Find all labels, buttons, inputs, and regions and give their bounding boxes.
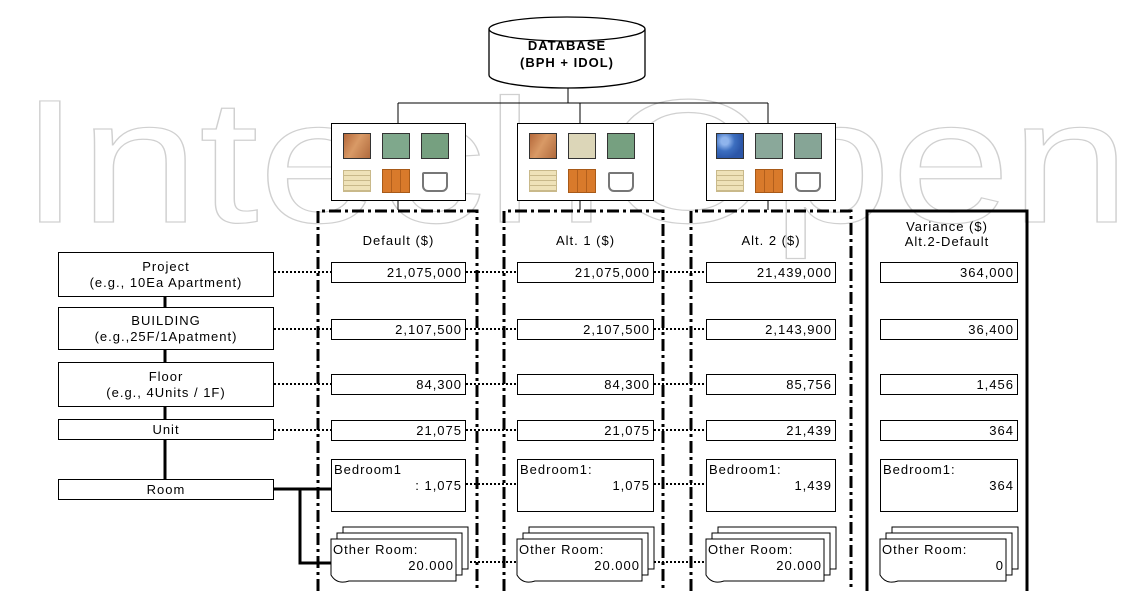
bedroom-variance: Bedroom1: 364 [880, 459, 1018, 512]
bedroom-value: 364 [989, 478, 1014, 493]
value-alt2-building: 2,143,900 [706, 319, 836, 340]
door-icon [755, 169, 783, 193]
value-alt1-project: 21,075,000 [517, 262, 654, 283]
value-alt1-unit: 21,075 [517, 420, 654, 441]
level-building-example: (e.g.,25F/1Apatment) [94, 328, 238, 344]
other-room-value: 20.000 [594, 558, 640, 573]
green-tile-icon [421, 133, 449, 159]
basin-icon [608, 172, 634, 192]
value-variance-project: 364,000 [880, 262, 1018, 283]
level-room: Room [58, 479, 274, 500]
green-tile-icon [607, 133, 635, 159]
other-room-alt2: Other Room: 20.000 [708, 542, 822, 574]
value-variance-building: 36,400 [880, 319, 1018, 340]
grey-green-tile-icon [794, 133, 822, 159]
bedroom-value: 1,075 [612, 478, 650, 493]
material-set-alt1 [517, 123, 654, 201]
other-room-value: 0 [995, 558, 1004, 573]
document-stack-sheet [879, 538, 1007, 583]
value-default-building: 2,107,500 [331, 319, 466, 340]
bedroom-label: Bedroom1 [334, 462, 402, 477]
level-unit-title: Unit [152, 421, 180, 437]
bedroom-default: Bedroom1 : 1,075 [331, 459, 466, 512]
variance-header-line1: Variance ($) [906, 219, 988, 234]
other-room-label: Other Room: [333, 542, 419, 557]
basin-icon [795, 172, 821, 192]
material-set-default [331, 123, 466, 201]
value-variance-unit: 364 [880, 420, 1018, 441]
value-default-floor: 84,300 [331, 374, 466, 395]
other-room-value: 20.000 [408, 558, 454, 573]
document-stack-sheet [516, 538, 643, 583]
wood-tile-icon [529, 133, 557, 159]
value-variance-floor: 1,456 [880, 374, 1018, 395]
door-icon [382, 169, 410, 193]
column-header-default: Default ($) [362, 233, 435, 248]
bedroom-alt1: Bedroom1: 1,075 [517, 459, 654, 512]
bedroom-alt2: Bedroom1: 1,439 [706, 459, 836, 512]
level-building: BUILDING (e.g.,25F/1Apatment) [58, 307, 274, 350]
other-room-label: Other Room: [882, 542, 968, 557]
level-building-title: BUILDING [131, 312, 201, 328]
other-room-label: Other Room: [708, 542, 794, 557]
shelf-icon [716, 170, 744, 192]
blue-tile-icon [716, 133, 744, 159]
door-icon [568, 169, 596, 193]
level-unit: Unit [58, 419, 274, 440]
grey-green-tile-icon [755, 133, 783, 159]
value-alt2-unit: 21,439 [706, 420, 836, 441]
document-stack-sheet [330, 538, 457, 583]
bedroom-value: 1,439 [794, 478, 832, 493]
wood-tile-icon [343, 133, 371, 159]
value-alt1-floor: 84,300 [517, 374, 654, 395]
document-stack-sheet [705, 538, 825, 583]
level-project-title: Project [142, 258, 190, 274]
level-room-title: Room [146, 481, 186, 497]
value-alt2-floor: 85,756 [706, 374, 836, 395]
material-set-alt2 [706, 123, 836, 201]
value-alt2-project: 21,439,000 [706, 262, 836, 283]
database-title: DATABASE [527, 38, 607, 53]
basin-icon [422, 172, 448, 192]
database-cylinder [488, 16, 646, 89]
column-header-alt1: Alt. 1 ($) [555, 233, 616, 248]
other-room-value: 20.000 [776, 558, 822, 573]
beige-tile-icon [568, 133, 596, 159]
other-room-alt1: Other Room: 20.000 [519, 542, 640, 574]
database-subtitle: (BPH + IDOL) [520, 55, 614, 70]
variance-header-line2: Alt.2-Default [904, 234, 990, 249]
value-default-unit: 21,075 [331, 420, 466, 441]
other-room-variance: Other Room: 0 [882, 542, 1004, 574]
green-tile-icon [382, 133, 410, 159]
level-floor: Floor (e.g., 4Units / 1F) [58, 362, 274, 407]
other-room-label: Other Room: [519, 542, 605, 557]
level-floor-example: (e.g., 4Units / 1F) [106, 384, 226, 400]
bedroom-label: Bedroom1: [520, 462, 593, 477]
other-room-default: Other Room: 20.000 [333, 542, 454, 574]
value-alt1-building: 2,107,500 [517, 319, 654, 340]
bedroom-label: Bedroom1: [709, 462, 782, 477]
level-project: Project (e.g., 10Ea Apartment) [58, 252, 274, 297]
level-project-example: (e.g., 10Ea Apartment) [89, 274, 243, 290]
column-header-variance: Variance ($) Alt.2-Default [870, 219, 1024, 249]
shelf-icon [343, 170, 371, 192]
value-default-project: 21,075,000 [331, 262, 466, 283]
level-floor-title: Floor [148, 368, 184, 384]
bedroom-value: : 1,075 [415, 478, 462, 493]
shelf-icon [529, 170, 557, 192]
column-header-alt2: Alt. 2 ($) [741, 233, 801, 248]
bedroom-label: Bedroom1: [883, 462, 956, 477]
